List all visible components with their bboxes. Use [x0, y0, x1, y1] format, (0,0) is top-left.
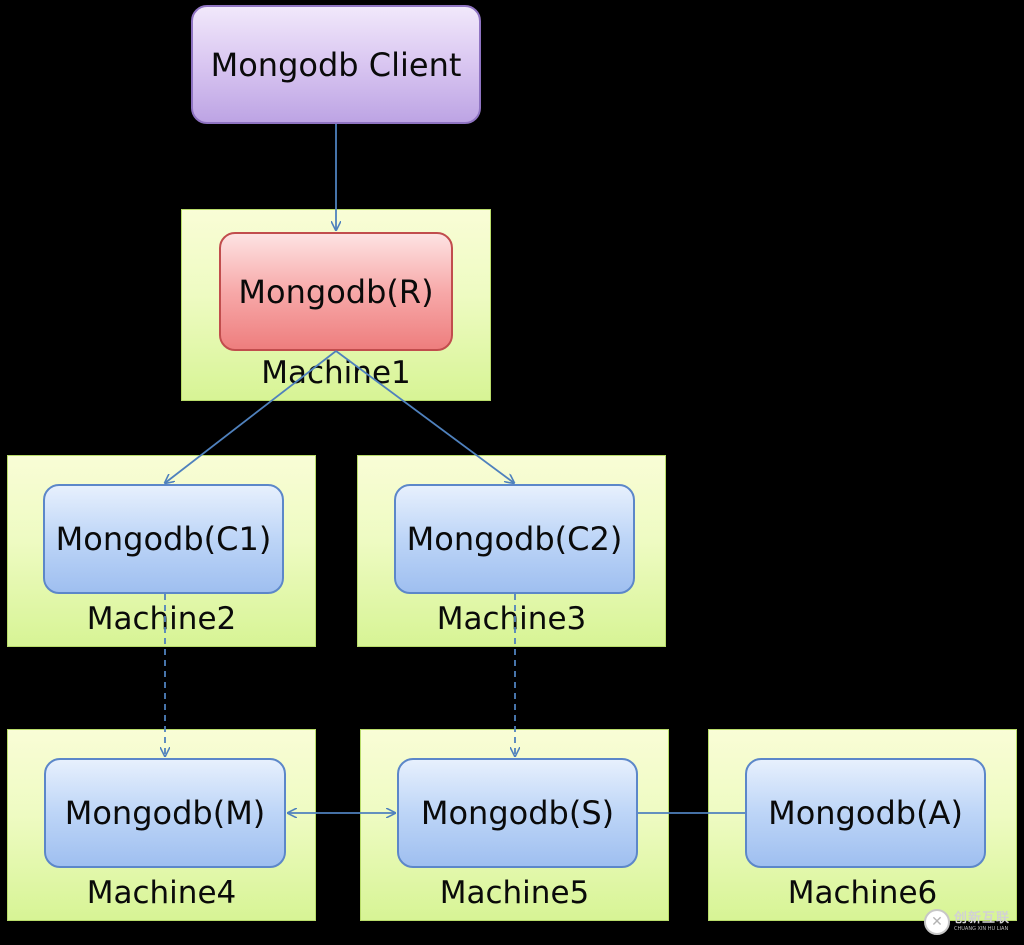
mongodb-config2-node[interactable]: Mongodb(C2) — [394, 484, 635, 594]
mongodb-client-node[interactable]: Mongodb Client — [191, 5, 481, 124]
watermark: ✕ 创新互联 CHUANG XIN HU LIAN — [924, 903, 1020, 941]
mongodb-slave-node[interactable]: Mongodb(S) — [397, 758, 638, 868]
machine-6-label: Machine6 — [787, 875, 938, 911]
machine-3-label: Machine3 — [436, 601, 587, 637]
machine-4-label: Machine4 — [86, 875, 237, 911]
watermark-subtitle: CHUANG XIN HU LIAN — [954, 926, 1009, 932]
watermark-name: 创新互联 — [954, 911, 1011, 926]
machine-1-label: Machine1 — [261, 355, 411, 391]
mongodb-config1-node[interactable]: Mongodb(C1) — [43, 484, 284, 594]
machine-5-label: Machine5 — [439, 875, 590, 911]
watermark-text: 创新互联 CHUANG XIN HU LIAN — [954, 912, 1010, 932]
mongodb-master-node[interactable]: Mongodb(M) — [44, 758, 286, 868]
brand-logo-icon: ✕ — [924, 909, 950, 935]
machine-2-label: Machine2 — [86, 601, 237, 637]
mongodb-router-node[interactable]: Mongodb(R) — [219, 232, 453, 351]
mongodb-arbiter-node[interactable]: Mongodb(A) — [745, 758, 986, 868]
